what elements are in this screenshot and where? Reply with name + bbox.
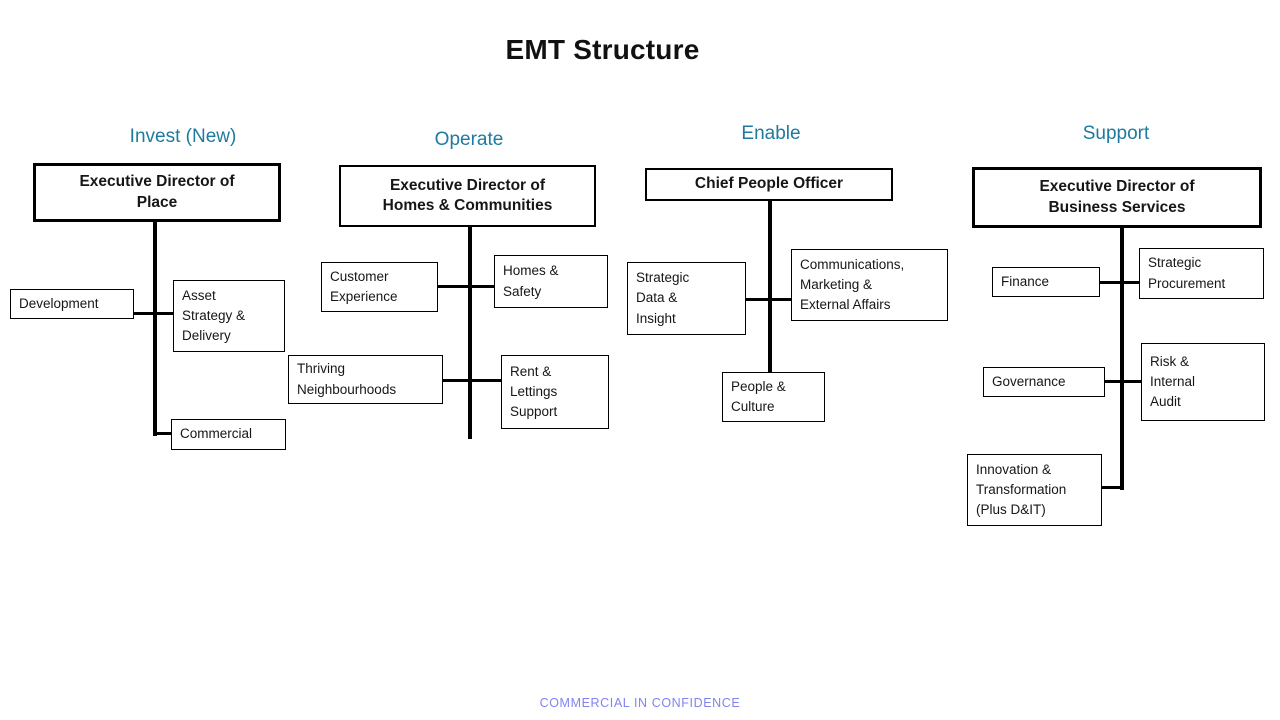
connector-thriving-rent (443, 379, 501, 382)
column-header-operate: Operate (434, 129, 504, 150)
node-people-culture: People & Culture (722, 372, 825, 422)
connector-vertical-business (1120, 228, 1124, 490)
node-exec-director-homes-communities: Executive Director of Homes & Communitie… (339, 165, 596, 227)
column-header-invest: Invest (New) (129, 126, 237, 147)
page-title: EMT Structure (505, 34, 700, 65)
node-strategic-data-insight: Strategic Data & Insight (627, 262, 746, 335)
connector-finance-procurement (1100, 281, 1139, 284)
node-governance: Governance (983, 367, 1105, 397)
node-exec-director-place: Executive Director of Place (33, 163, 281, 222)
column-header-support: Support (1082, 123, 1150, 144)
connector-customer-homessafety (438, 285, 494, 288)
node-thriving-neighbourhoods: Thriving Neighbourhoods (288, 355, 443, 404)
connector-data-comms (746, 298, 791, 301)
node-development: Development (10, 289, 134, 319)
node-risk-internal-audit: Risk & Internal Audit (1141, 343, 1265, 421)
node-strategic-procurement: Strategic Procurement (1139, 248, 1264, 299)
connector-development-asset (134, 312, 173, 315)
connector-commercial (153, 432, 171, 435)
column-header-enable: Enable (741, 123, 801, 144)
node-homes-safety: Homes & Safety (494, 255, 608, 308)
node-exec-director-business-services: Executive Director of Business Services (972, 167, 1262, 228)
connector-innovation (1102, 486, 1124, 489)
connector-vertical-people (768, 200, 772, 372)
connector-vertical-place (153, 222, 157, 436)
footer-confidentiality: COMMERCIAL IN CONFIDENCE (539, 696, 741, 710)
node-asset-strategy-delivery: Asset Strategy & Delivery (173, 280, 285, 352)
node-customer-experience: Customer Experience (321, 262, 438, 312)
connector-vertical-homes (468, 227, 472, 439)
node-innovation-transformation: Innovation & Transformation (Plus D&IT) (967, 454, 1102, 526)
node-rent-lettings-support: Rent & Lettings Support (501, 355, 609, 429)
node-chief-people-officer: Chief People Officer (645, 168, 893, 201)
connector-governance-risk (1105, 380, 1141, 383)
node-communications-marketing-external-affairs: Communications, Marketing & External Aff… (791, 249, 948, 321)
node-finance: Finance (992, 267, 1100, 297)
node-commercial: Commercial (171, 419, 286, 450)
